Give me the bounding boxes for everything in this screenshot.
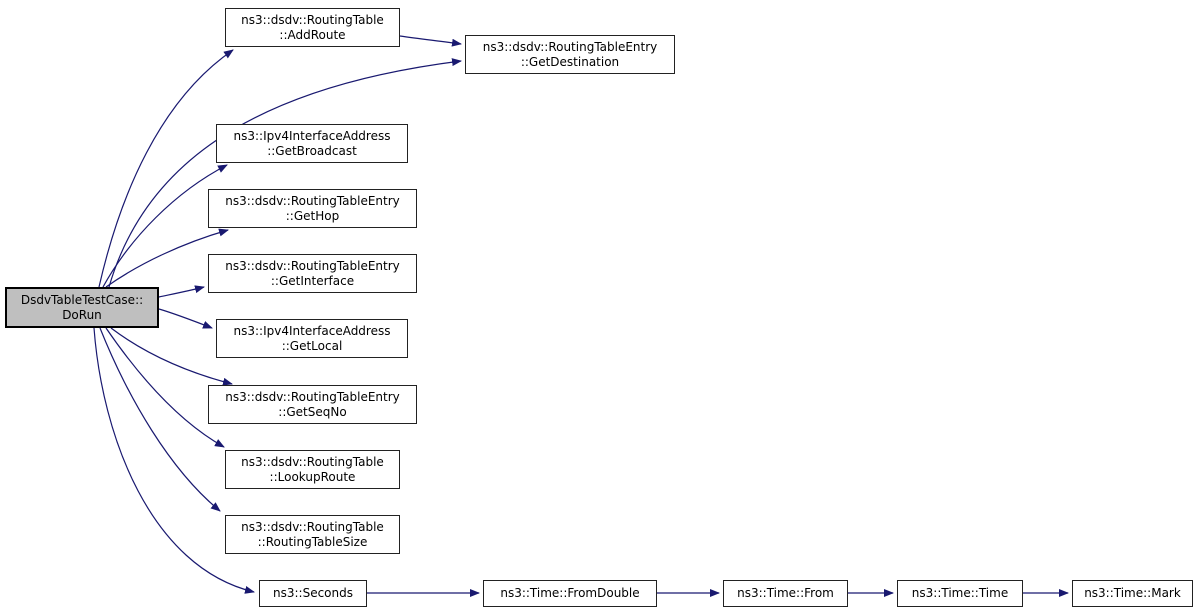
node-dsdvtabletestcase-dorun: DsdvTableTestCase:: DoRun: [5, 287, 159, 328]
node-ns3-seconds[interactable]: ns3::Seconds: [259, 580, 367, 607]
edge-dorun-gethop: [105, 228, 229, 288]
edge-dorun-getdestination: [108, 58, 462, 288]
node-ns3-dsdv-routingtable-routingtablesize[interactable]: ns3::dsdv::RoutingTable ::RoutingTableSi…: [225, 515, 400, 554]
edge-dorun-getseqno: [110, 327, 233, 386]
edge-dorun-routingtablesize: [99, 327, 221, 512]
node-ns3-dsdv-routingtable-lookuproute[interactable]: ns3::dsdv::RoutingTable ::LookupRoute: [225, 450, 400, 489]
edge-dorun-getbroadcast: [102, 164, 228, 288]
node-ns3-ipv4interfaceaddress-getbroadcast[interactable]: ns3::Ipv4InterfaceAddress ::GetBroadcast: [216, 124, 408, 163]
node-ns3-time-mark[interactable]: ns3::Time::Mark: [1072, 580, 1193, 607]
edge-dorun-addroute: [98, 49, 234, 288]
node-ns3-time-time[interactable]: ns3::Time::Time: [897, 580, 1023, 607]
edge-addroute-getdestination: [399, 35, 462, 47]
node-ns3-dsdv-routingtableentry-getinterface[interactable]: ns3::dsdv::RoutingTableEntry ::GetInterf…: [208, 254, 417, 293]
node-ns3-dsdv-routingtableentry-getseqno[interactable]: ns3::dsdv::RoutingTableEntry ::GetSeqNo: [208, 385, 417, 424]
node-ns3-dsdv-routingtableentry-getdestination[interactable]: ns3::dsdv::RoutingTableEntry ::GetDestin…: [465, 35, 675, 74]
node-ns3-time-from[interactable]: ns3::Time::From: [723, 580, 848, 607]
node-ns3-dsdv-routingtableentry-gethop[interactable]: ns3::dsdv::RoutingTableEntry ::GetHop: [208, 189, 417, 228]
node-ns3-dsdv-routingtable-addroute[interactable]: ns3::dsdv::RoutingTable ::AddRoute: [225, 8, 400, 47]
edge-dorun-getlocal: [158, 308, 213, 329]
node-ns3-time-fromdouble[interactable]: ns3::Time::FromDouble: [483, 580, 657, 607]
node-ns3-ipv4interfaceaddress-getlocal[interactable]: ns3::Ipv4InterfaceAddress ::GetLocal: [216, 319, 408, 358]
edge-dorun-lookuproute: [105, 327, 225, 448]
edge-dorun-seconds: [93, 327, 255, 594]
edge-dorun-getinterface: [158, 285, 205, 298]
